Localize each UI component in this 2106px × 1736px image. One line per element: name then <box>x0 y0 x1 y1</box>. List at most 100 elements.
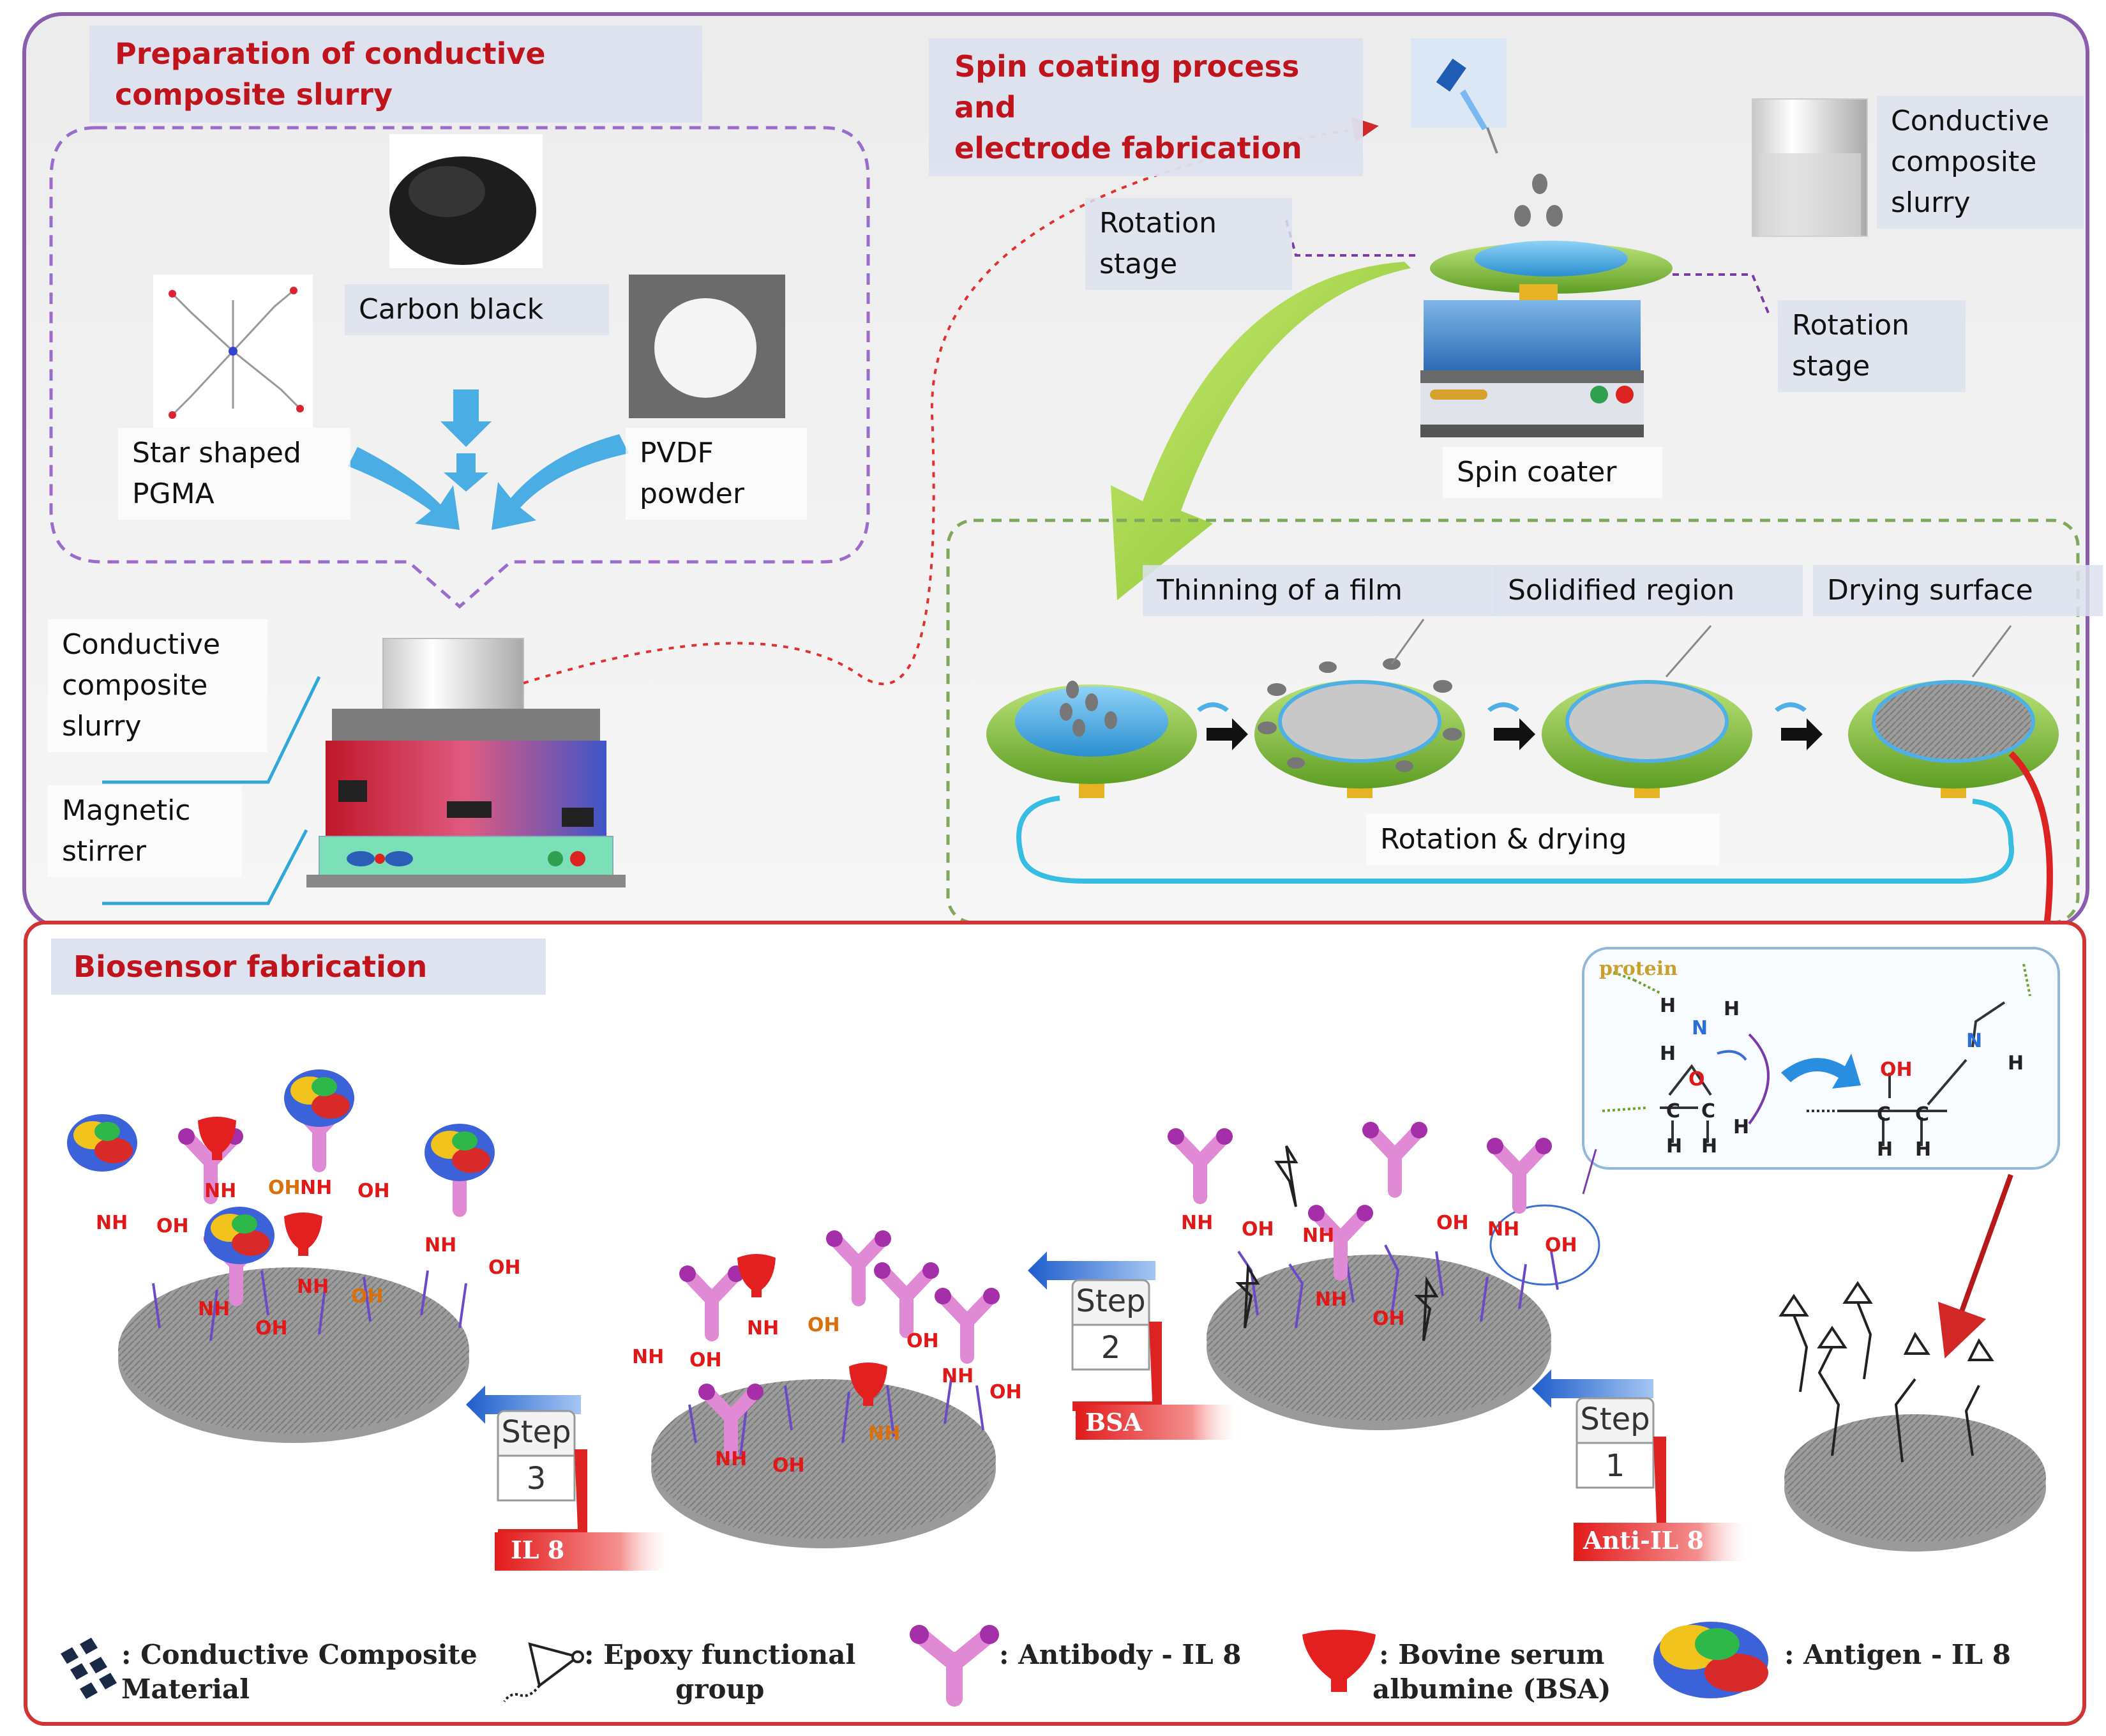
chem-label-34: O <box>1689 1068 1705 1091</box>
slurry-right-label: Conductive composite slurry <box>1877 96 2084 229</box>
chem-label-46: H <box>1915 1138 1931 1161</box>
step2-word: Step <box>1076 1283 1146 1319</box>
reaction-callout <box>1582 1149 1597 1195</box>
chem-label-33: H <box>1724 998 1740 1020</box>
bottom-panel <box>24 921 2086 1726</box>
carbon-black-image <box>389 134 543 268</box>
chem-label-19: OH <box>156 1215 189 1237</box>
slurry-drops <box>1514 174 1563 227</box>
chem-label-18: NH <box>96 1212 128 1234</box>
step1-tag: Anti-IL 8 <box>1583 1526 1704 1555</box>
chem-label-25: OH <box>488 1257 521 1279</box>
slurry-pointer-line <box>102 676 321 784</box>
slurry-left-label: Conductive composite slurry <box>48 619 267 752</box>
biosensor-disc-2 <box>651 1379 996 1548</box>
biosensor-disc-0 <box>1784 1414 2046 1551</box>
chem-label-28: NH <box>297 1276 329 1298</box>
chem-label-37: H <box>1666 1135 1682 1158</box>
chem-label-42: H <box>2008 1052 2024 1075</box>
antibody-3 <box>1308 1205 1373 1281</box>
antibody-5 <box>679 1265 744 1341</box>
step1-tag-bg <box>1574 1523 1752 1561</box>
magnetic-stirrer-label: Magnetic stirrer <box>48 785 242 877</box>
chem-label-38: H <box>1701 1135 1717 1158</box>
chem-label-5: OH <box>1545 1234 1577 1257</box>
step1-number: 1 <box>1605 1448 1625 1484</box>
spin-coater-device <box>1420 241 1673 437</box>
legend-antigen-text: : Antigen - IL 8 <box>1784 1639 2011 1670</box>
chains-disc-2 <box>688 1378 984 1456</box>
highlight-ellipse <box>1489 1204 1600 1286</box>
chem-label-11: OH <box>808 1314 840 1336</box>
chem-label-36: C <box>1701 1100 1715 1122</box>
process-dashed-region <box>946 518 2080 925</box>
antibody-6 <box>826 1230 891 1306</box>
step1-word: Step <box>1580 1401 1650 1437</box>
step3-number: 3 <box>526 1461 546 1497</box>
chem-label-27: OH <box>255 1317 288 1340</box>
process-disc-1 <box>986 681 1197 798</box>
step3-tag-bg <box>495 1532 673 1571</box>
mixing-arrows <box>348 389 629 530</box>
chem-label-13: NH <box>942 1365 974 1387</box>
antibody-1 <box>1362 1122 1427 1198</box>
process-green-arrow <box>1111 262 1411 600</box>
solidified-callout <box>1665 625 1712 677</box>
chem-label-14: OH <box>989 1381 1022 1403</box>
chem-label-20: NH <box>204 1180 236 1202</box>
chem-label-22: NH <box>300 1177 332 1199</box>
step3-tag: IL 8 <box>511 1536 565 1564</box>
chem-label-29: OH <box>351 1285 384 1308</box>
chem-label-30: N <box>1692 1017 1708 1039</box>
legend-antibody-icon <box>910 1625 999 1707</box>
bsa-group <box>198 1117 887 1406</box>
legend-epoxy-icon <box>503 1642 584 1703</box>
legend-epoxy-text: : Epoxy functional group <box>584 1639 856 1705</box>
antibody-4 <box>874 1262 939 1338</box>
chem-label-0: NH <box>1181 1212 1213 1234</box>
reaction-mechanism <box>1602 963 2031 1146</box>
epoxy-chains-disc-0 <box>1779 1281 1994 1463</box>
biosensor-title: Biosensor fabrication <box>51 939 546 995</box>
solidified-label: Solidified region <box>1494 565 1803 616</box>
chem-label-12: OH <box>906 1330 939 1352</box>
chem-label-1: OH <box>1242 1218 1274 1241</box>
chem-label-7: OH <box>1373 1308 1405 1330</box>
slurry-beaker-right <box>1752 98 1868 237</box>
process-arrows <box>1207 718 1823 750</box>
star-pgma-label: Star shaped PGMA <box>118 428 350 520</box>
chem-label-21: OH <box>268 1177 301 1199</box>
carbon-black-label: Carbon black <box>345 284 609 335</box>
epoxy-on-disc-1 <box>1235 1145 1439 1341</box>
protein-label: protein <box>1599 958 1678 980</box>
chem-label-23: OH <box>357 1180 390 1202</box>
prep-title: Preparation of conductive composite slur… <box>89 26 702 123</box>
chem-label-43: C <box>1877 1103 1891 1126</box>
chem-label-8: NH <box>632 1346 664 1368</box>
chem-label-10: NH <box>747 1317 779 1340</box>
rotation-stage-pointer-right <box>1673 273 1770 313</box>
step2-number: 2 <box>1101 1330 1121 1366</box>
chains-disc-3 <box>152 1270 467 1341</box>
spin-coater-label: Spin coater <box>1443 447 1662 498</box>
chem-label-9: OH <box>689 1349 722 1371</box>
rotation-drying-loop <box>1016 796 2014 884</box>
chem-label-15: NH <box>715 1448 747 1470</box>
to-biosensor-red-connector <box>2008 751 2053 933</box>
chem-label-44: C <box>1915 1103 1929 1126</box>
bsa-0 <box>737 1254 776 1297</box>
bsa-2 <box>198 1117 236 1160</box>
rotation-drying-label: Rotation & drying <box>1366 814 1720 865</box>
legend-antibody-text: : Antibody - IL 8 <box>999 1639 1242 1670</box>
chem-label-17: NH <box>868 1423 900 1445</box>
chem-label-6: NH <box>1315 1288 1347 1311</box>
chem-label-39: H <box>1733 1116 1749 1138</box>
step2-tag-bg <box>1076 1405 1242 1440</box>
legend-bsa-icon <box>1302 1629 1376 1692</box>
chem-label-26: NH <box>198 1298 230 1320</box>
antigen-0 <box>67 1114 137 1172</box>
step2-tag: BSA <box>1085 1408 1143 1437</box>
chem-label-41: N <box>1966 1030 1982 1052</box>
